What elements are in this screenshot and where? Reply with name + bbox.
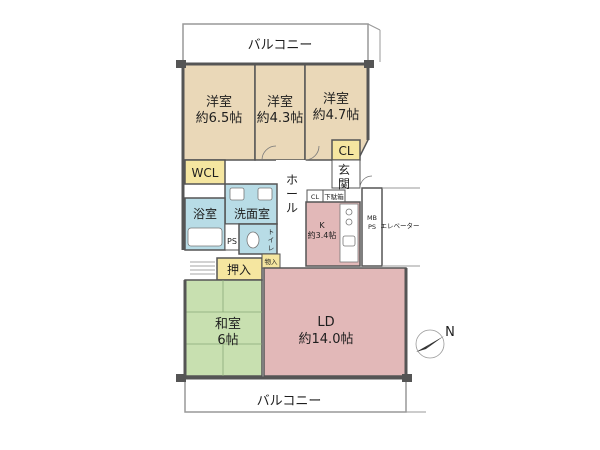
hall-floor — [276, 160, 306, 270]
hall-char-2: ー — [286, 187, 298, 201]
bath-label: 浴室 — [193, 206, 217, 221]
bathroom: 浴室 — [184, 197, 226, 251]
entrance: 玄 関 — [331, 159, 361, 191]
japanese-size: 6帖 — [217, 333, 238, 348]
storage-label: 物入 — [265, 257, 279, 266]
oshiire: 押入 — [216, 257, 263, 281]
japanese-room: 和室 6帖 — [184, 279, 263, 377]
wall-pillar-bottom-left — [176, 374, 186, 382]
closet-entrance: CL — [331, 139, 361, 161]
hall-char-3: ル — [286, 201, 298, 215]
wcl-label: WCL — [192, 166, 219, 180]
japanese-name: 和室 — [215, 316, 241, 332]
hall-label: ホ ー ル — [286, 173, 298, 215]
mbps-line-2: PS — [368, 223, 376, 231]
washroom-label: 洗面室 — [234, 206, 270, 221]
washroom: 洗面室 — [224, 183, 278, 225]
door-swings — [261, 145, 373, 189]
kitchen: K 約3.4帖 — [305, 201, 361, 267]
ld-size: 約14.0帖 — [299, 332, 354, 347]
toilet-char-1: ト — [268, 228, 275, 236]
entrance-char-1: 玄 — [338, 162, 350, 177]
small-closet: CL — [306, 189, 324, 203]
shoe-box-label: 下駄箱 — [324, 192, 344, 201]
western-room-2-size: 約4.3帖 — [257, 111, 304, 126]
wall-pillar-bottom-right — [402, 374, 412, 382]
western-room-3-size: 約4.7帖 — [313, 108, 360, 123]
mb-ps: MB PS — [361, 187, 383, 267]
living-dining: LD 約14.0帖 — [263, 267, 407, 377]
balcony-top: バルコニー — [182, 23, 381, 62]
toilet-char-2: イ — [268, 236, 275, 244]
western-room-1-name: 洋室 — [206, 94, 232, 110]
wall-pillar-top-left — [176, 60, 186, 68]
ld-name: LD — [317, 315, 334, 330]
western-room-3-name: 洋室 — [323, 91, 349, 107]
western-room-1-size: 約6.5帖 — [196, 111, 243, 126]
kitchen-size: 約3.4帖 — [308, 230, 337, 240]
walk-in-closet: WCL — [184, 159, 226, 185]
elevator-label: エレベーター — [381, 221, 420, 230]
ps-label: PS — [227, 237, 237, 246]
western-room-1: 洋室 約6.5帖 — [182, 63, 256, 161]
compass-label: N — [445, 325, 455, 340]
compass-arrow-icon — [426, 336, 444, 349]
shoe-box: 下駄箱 — [322, 189, 346, 203]
pipe-space: PS — [224, 223, 240, 251]
toilet: ト イ レ — [238, 223, 278, 255]
balcony-bottom-label: バルコニー — [257, 394, 322, 409]
closet-label: 押入 — [227, 263, 251, 277]
toilet-char-3: レ — [268, 244, 275, 252]
western-room-3: 洋室 約4.7帖 — [304, 63, 369, 161]
compass: N — [415, 325, 455, 359]
cl-label: CL — [338, 144, 353, 158]
western-room-2: 洋室 約4.3帖 — [254, 63, 306, 161]
hall-char-1: ホ — [286, 173, 298, 187]
entrance-char-2: 関 — [338, 177, 350, 191]
mbps-line-1: MB — [367, 214, 377, 222]
storage: 物入 — [261, 253, 281, 269]
steps — [190, 261, 215, 275]
elevator-area: エレベーター — [381, 187, 420, 267]
cl-small-label: CL — [311, 193, 320, 201]
wall-pillar-top-right — [364, 60, 374, 68]
western-room-2-name: 洋室 — [267, 94, 293, 110]
balcony-top-label: バルコニー — [248, 38, 313, 53]
kitchen-name: K — [319, 221, 325, 230]
balcony-bottom: バルコニー — [184, 382, 426, 413]
